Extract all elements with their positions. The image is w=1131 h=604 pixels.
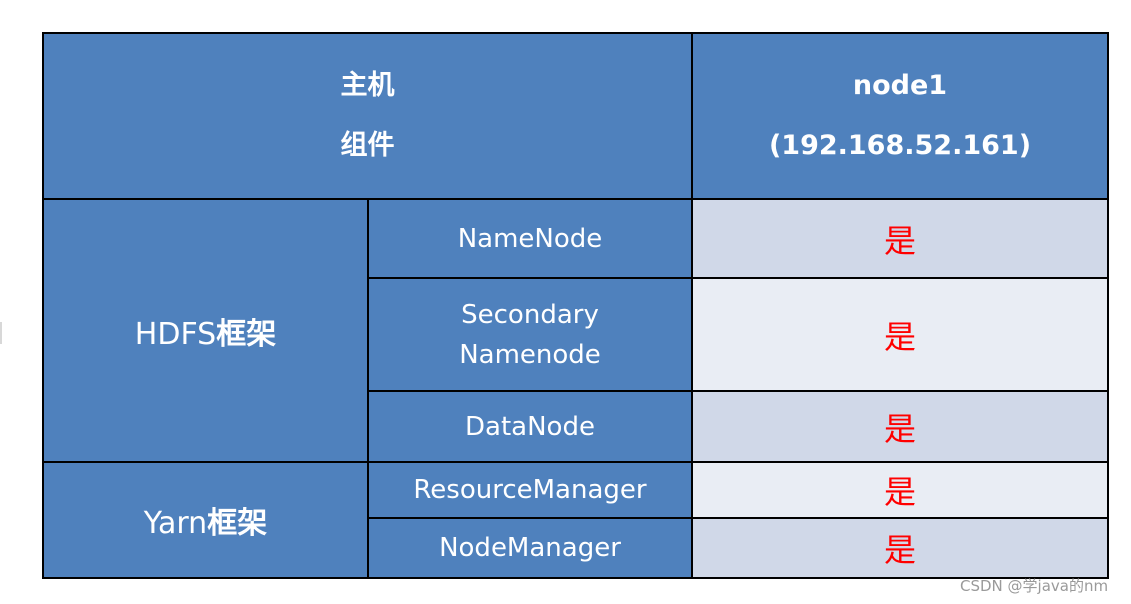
table-row: NodeManager 是 xyxy=(43,517,1109,579)
table-row: DataNode 是 xyxy=(43,390,1109,463)
component-label: 组件 xyxy=(340,130,395,161)
deployment-table: 主机 组件 node1 (192.168.52.161) HDFS框架 Name… xyxy=(42,32,1109,579)
value-cell: 是 xyxy=(691,198,1109,279)
node-header: node1 (192.168.52.161) xyxy=(691,32,1109,200)
group-cell-yarn: Yarn框架 xyxy=(42,461,369,579)
component-datanode: DataNode xyxy=(367,390,693,463)
watermark: CSDN @学java的nm xyxy=(960,577,1109,595)
header-row: 主机 组件 node1 (192.168.52.161) xyxy=(42,32,1109,200)
group-prefix: Yarn xyxy=(143,506,208,541)
component-namenode: NameNode xyxy=(367,198,693,279)
node-ip: (192.168.52.161) xyxy=(768,130,1032,161)
host-label: 主机 xyxy=(340,70,395,101)
group-cell-hdfs: HDFS框架 xyxy=(42,198,369,463)
table-row: Secondary Namenode 是 xyxy=(43,277,1109,392)
group-suffix: 框架 xyxy=(207,506,268,541)
value-cell: 是 xyxy=(691,390,1109,463)
value-cell: 是 xyxy=(691,517,1109,579)
table-row: HDFS框架 NameNode 是 xyxy=(42,198,1109,463)
value-cell: 是 xyxy=(691,461,1109,519)
table-row: Yarn框架 ResourceManager 是 xyxy=(42,461,1109,579)
component-nodemanager: NodeManager xyxy=(367,517,693,579)
node-name: node1 xyxy=(852,70,948,101)
group-prefix: HDFS xyxy=(134,316,217,352)
component-resourcemanager: ResourceManager xyxy=(367,461,693,519)
component-secondary-namenode: Secondary Namenode xyxy=(367,277,693,392)
group-suffix: 框架 xyxy=(216,316,277,352)
host-component-header: 主机 组件 xyxy=(42,32,693,200)
left-edge-mark xyxy=(0,322,2,344)
value-cell: 是 xyxy=(691,277,1109,392)
